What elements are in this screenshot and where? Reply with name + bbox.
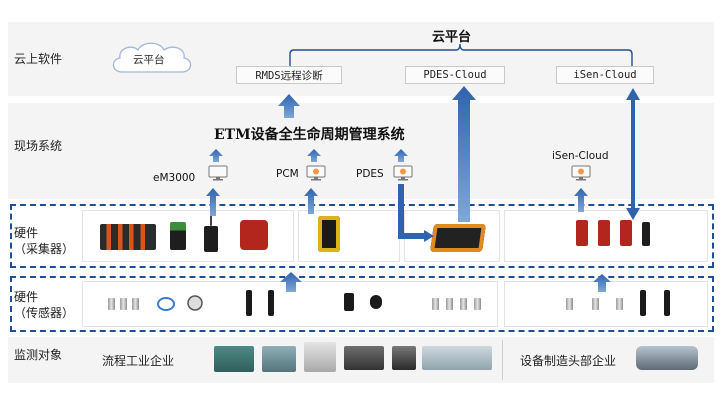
row-label-hardware-line2: （采集器）: [14, 242, 75, 256]
monitor-icon-em3000: [208, 165, 228, 181]
arrow-pdes-down-head: [424, 230, 434, 242]
collector-red-box: [240, 220, 268, 250]
industrial-equipment-6: [422, 346, 492, 370]
arrow-sensor-right-up: [593, 274, 611, 292]
sensor-icon-6: [460, 298, 467, 310]
collector-module-green: [170, 222, 186, 250]
node-isen-cloud: iSen-Cloud: [556, 66, 654, 84]
sensor-black-round: [370, 295, 382, 309]
pcm-tablet-device: [318, 216, 340, 252]
object-label-process-industry: 流程工业企业: [102, 354, 175, 368]
sensor-icon-3: [132, 298, 139, 310]
sensor-black-tall-4: [664, 290, 670, 316]
monitor-icon-pdes: [393, 165, 413, 181]
sensor-icon-1: [108, 298, 115, 310]
monitor-icon-isen: [571, 165, 591, 181]
arrow-pcm-collector-up: [304, 188, 318, 214]
system-label-pdes: PDES: [356, 168, 384, 180]
object-label-equipment-maker: 设备制造头部企业: [520, 354, 617, 368]
arrow-pdes-to-cloud: [452, 86, 476, 222]
em3000-rack-device: [100, 224, 156, 250]
sensor-black-tall-1: [246, 290, 252, 316]
sensor-black-box: [344, 293, 354, 311]
row-label-sensor-line2: （传感器）: [14, 306, 75, 320]
system-label-em3000: eM3000: [153, 172, 196, 184]
cloud-bubble-label: 云平台: [133, 54, 165, 66]
row-label-hardware-line1: 硬件: [14, 226, 39, 240]
arrow-em3000-up: [209, 149, 223, 162]
collector-antenna: [210, 212, 212, 226]
sensor-dashed-frame: [10, 276, 714, 332]
arrow-pdes-down-bend: [398, 184, 428, 239]
pump-equipment: [636, 346, 698, 370]
sensor-icon-7: [474, 298, 481, 310]
sensor-black-tall-3: [640, 290, 646, 316]
round-sensor-icon: [187, 295, 203, 311]
isen-node-3: [620, 220, 632, 246]
cloud-bubble-icon: [112, 42, 192, 73]
row-label-hardware-sensor: 硬件 （传感器）: [14, 289, 74, 321]
sensor-icon-2: [120, 298, 127, 310]
sensor-black-tall-2: [268, 290, 274, 316]
collector-group-pcm: [298, 210, 400, 262]
system-label-pcm: PCM: [276, 168, 299, 180]
row-label-monitored-objects: 监测对象: [14, 348, 63, 362]
collector-dashed-frame: [10, 204, 714, 268]
industrial-equipment-5: [392, 346, 416, 370]
cloud-platform-bracket: [289, 43, 633, 66]
arrow-sensor-to-collector: [280, 272, 302, 292]
monitor-icon-pcm: [306, 165, 326, 181]
node-pdes-cloud: PDES-Cloud: [405, 66, 505, 84]
cable-sensor-icon: [157, 297, 175, 311]
arrow-pdes-up: [394, 149, 408, 162]
row-label-hardware-collector: 硬件 （采集器）: [14, 225, 74, 257]
arrow-isen-down-head: [626, 208, 640, 220]
industrial-equipment-4: [344, 346, 384, 370]
monitored-divider: [502, 340, 503, 380]
sensor-icon-9: [592, 298, 599, 310]
collector-wireless-unit: [204, 226, 218, 252]
arrow-pcm-up: [307, 149, 321, 162]
sensor-icon-4: [432, 298, 439, 310]
collector-group-isen: [504, 210, 708, 262]
arrow-collector-to-field: [206, 188, 220, 216]
industrial-equipment-1: [214, 346, 254, 372]
industrial-equipment-3: [304, 342, 336, 372]
arrow-isen-monitor-up: [574, 188, 588, 212]
row-label-sensor-line1: 硬件: [14, 290, 39, 304]
node-rmds: RMDS远程诊断: [236, 66, 342, 84]
industrial-equipment-2: [262, 346, 296, 372]
sensor-icon-5: [446, 298, 453, 310]
cloud-platform-title: 云平台: [432, 30, 472, 45]
row-label-field-system: 现场系统: [14, 139, 63, 153]
row-label-cloud-software: 云上软件: [14, 52, 63, 66]
system-label-isen-cloud: iSen-Cloud: [552, 150, 609, 162]
isen-node-2: [598, 220, 610, 246]
isen-node-4: [642, 222, 650, 246]
arrow-isen-up-head: [626, 88, 640, 100]
field-system-title: ETM设备全生命周期管理系统: [214, 127, 405, 143]
arrow-field-to-rmds: [278, 94, 300, 118]
field-system-band: [8, 103, 714, 199]
sensor-icon-10: [616, 298, 623, 310]
sensor-icon-8: [566, 298, 573, 310]
isen-node-1: [576, 220, 588, 246]
